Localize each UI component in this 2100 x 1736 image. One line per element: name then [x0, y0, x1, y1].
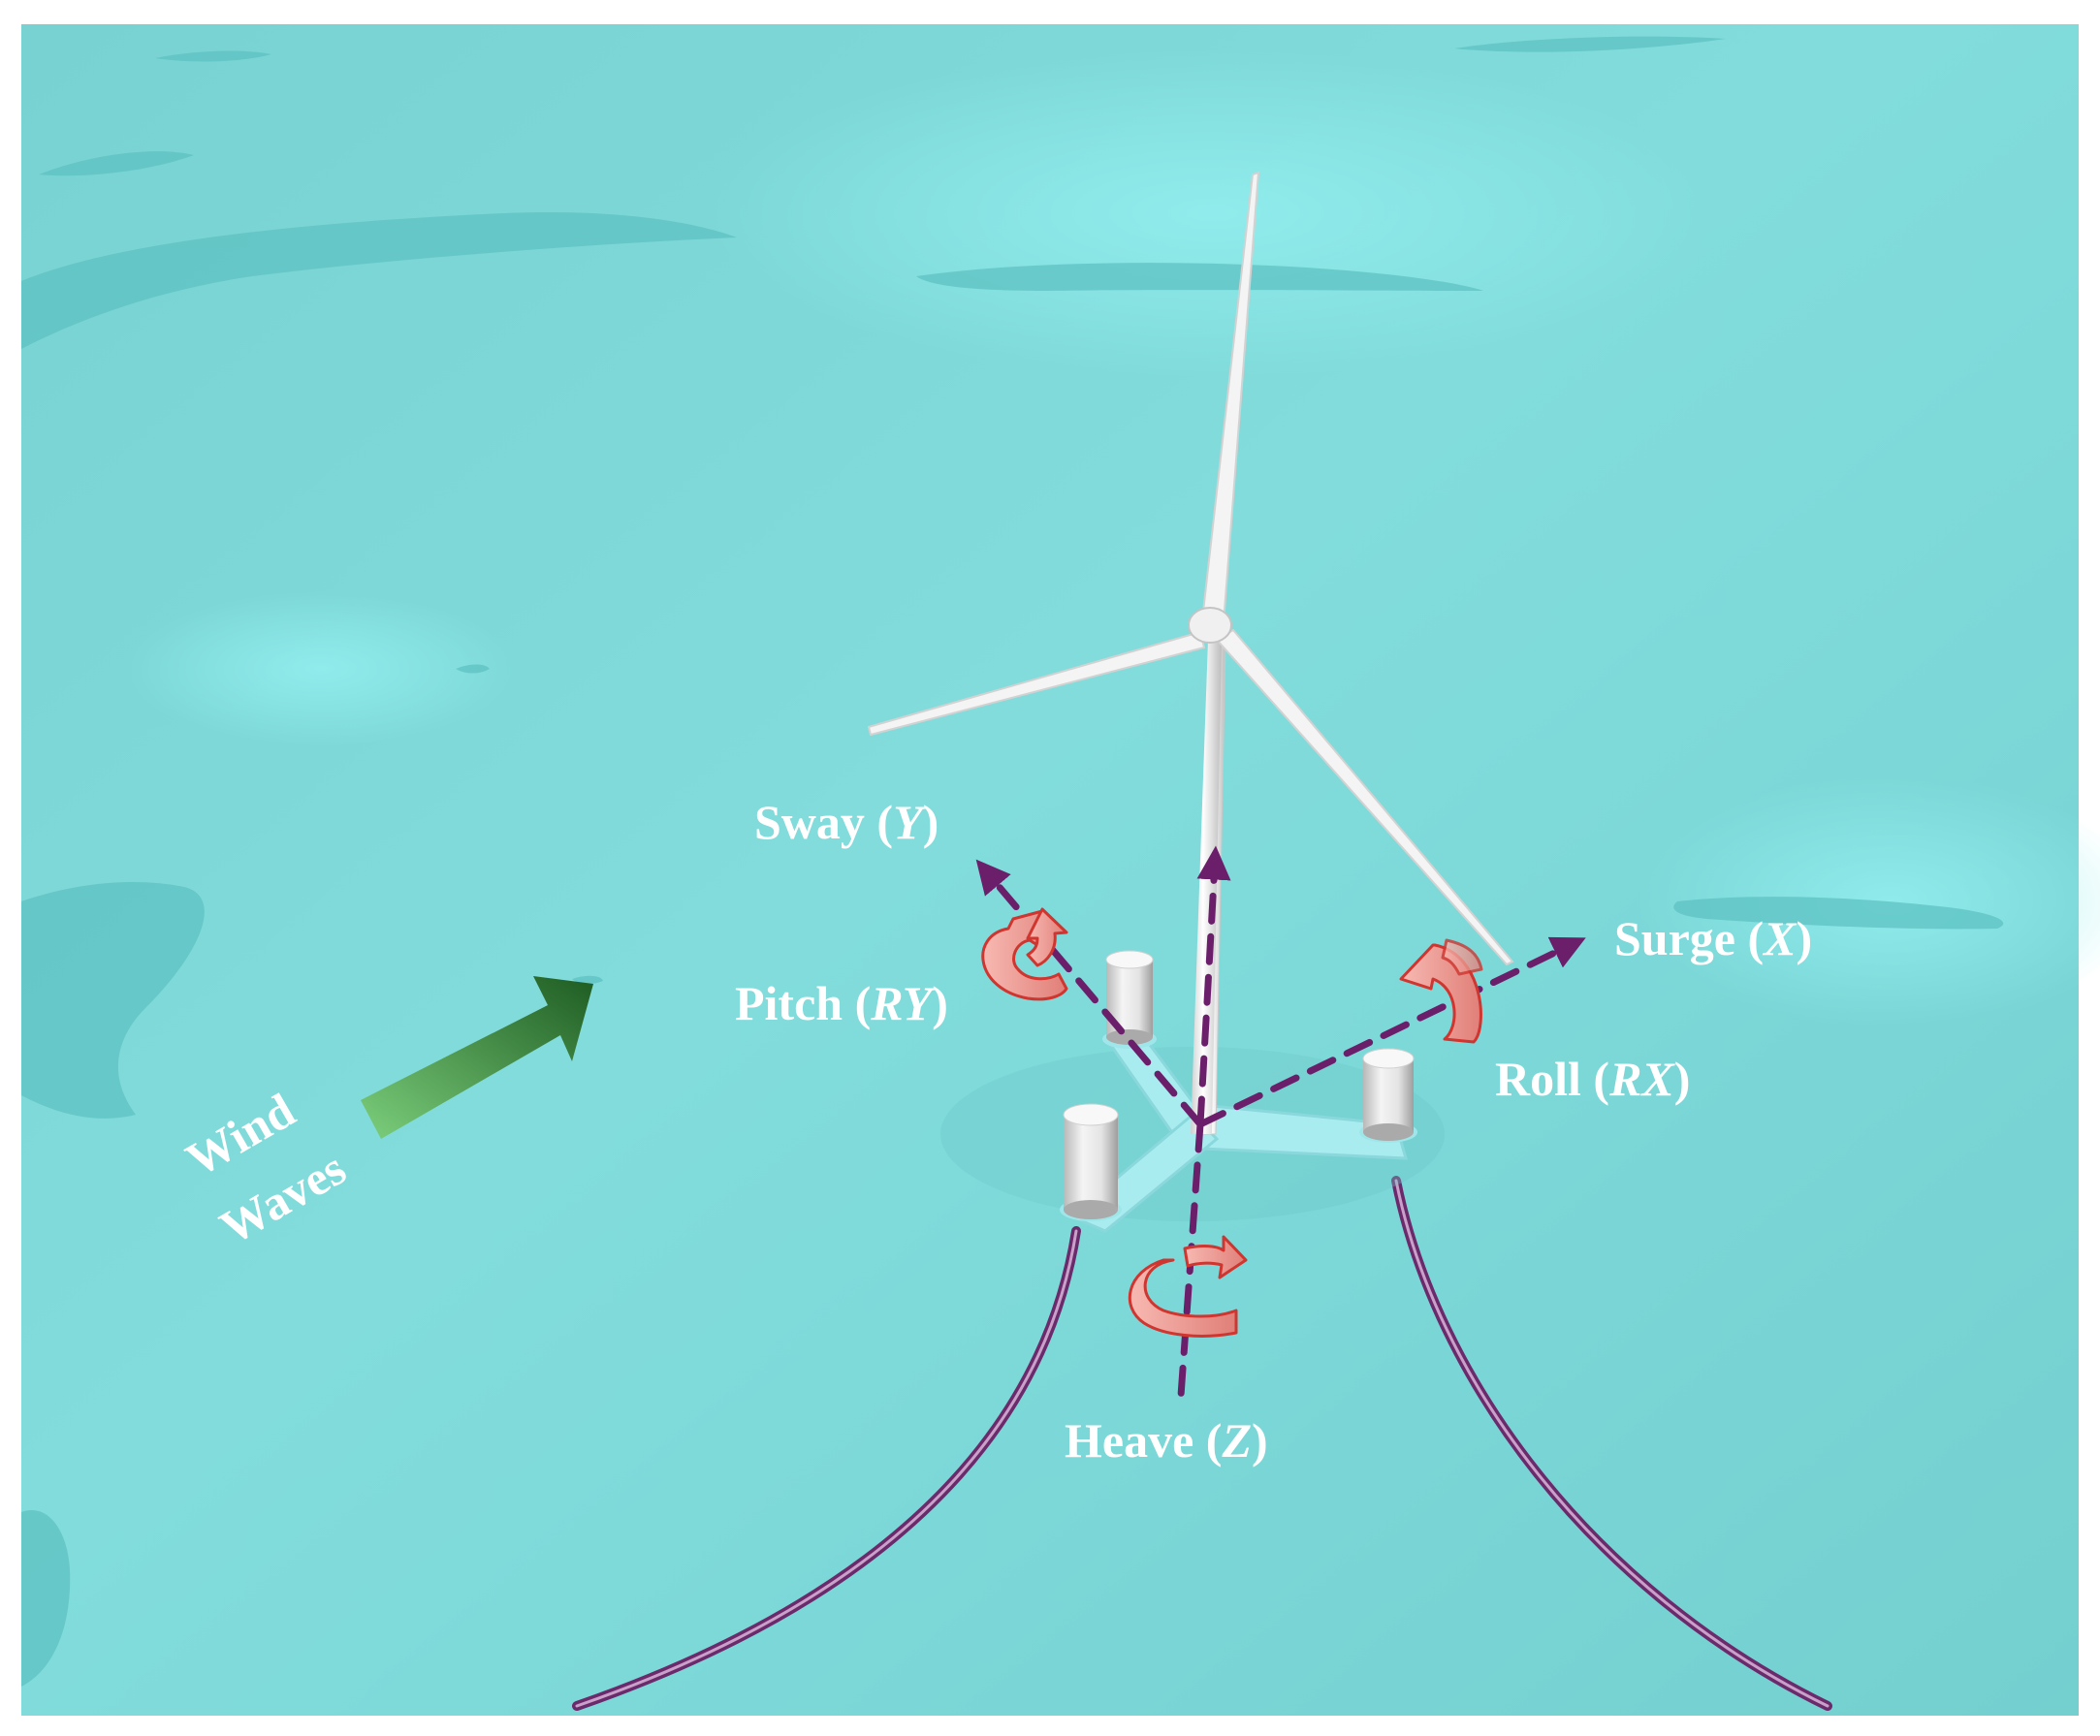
axis-surge	[1196, 936, 1586, 1128]
column-back	[1105, 950, 1154, 1045]
sea-glow	[126, 591, 514, 746]
column-right	[1362, 1048, 1415, 1141]
label-heave: Heave (Z)	[1065, 1413, 1268, 1468]
curved-arrow-icon	[1026, 907, 1068, 967]
turbine-tower	[1191, 640, 1222, 1134]
curved-arrow-icon	[981, 909, 1068, 1001]
wind-turbine	[867, 171, 1514, 1135]
curved-arrow-icon	[1183, 1235, 1248, 1279]
turbine-hub	[1188, 607, 1232, 644]
label-sway: Sway (Y)	[754, 795, 939, 849]
wave-shadows	[21, 36, 2004, 1687]
curved-arrow-icon	[1128, 1258, 1238, 1338]
curved-arrow-icon	[1441, 938, 1483, 976]
label-roll: Roll (RX)	[1495, 1052, 1690, 1106]
mooring-lines	[572, 1176, 1832, 1711]
column-front	[1063, 1103, 1119, 1219]
rotation-arrows	[981, 907, 1483, 1338]
arrow-right-icon	[361, 976, 593, 1139]
labels: Wind Waves Sway (Y) Surge (X) Pitch (RY)…	[177, 795, 1813, 1468]
label-surge: Surge (X)	[1614, 911, 1812, 965]
axis-heave-up	[1196, 845, 1231, 1128]
sea-glow	[708, 48, 1716, 378]
axis-sway	[975, 859, 1204, 1128]
label-pitch: Pitch (RY)	[735, 976, 948, 1030]
